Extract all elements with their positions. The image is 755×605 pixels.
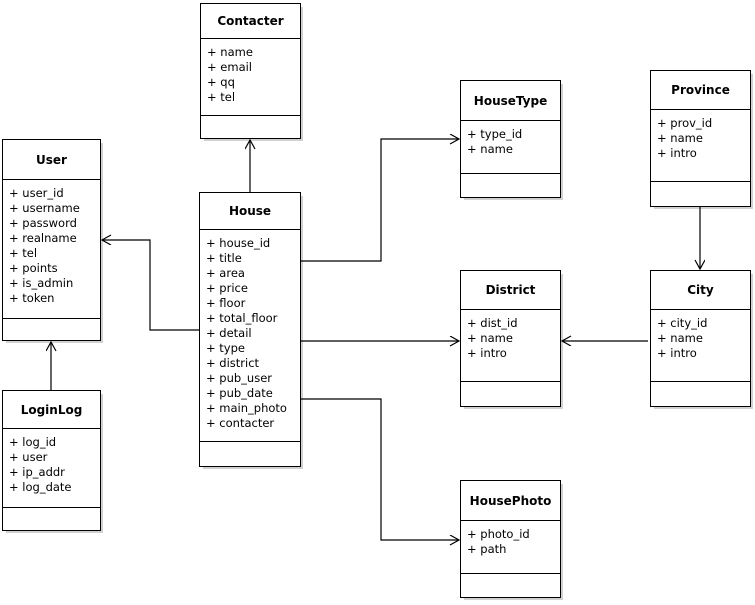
relationship-house-to-housetype: [301, 139, 458, 262]
uml-attribute: + username: [9, 201, 80, 215]
uml-attribute: + price: [206, 281, 248, 295]
uml-methods-compartment: [201, 116, 300, 138]
uml-methods-compartment: [3, 508, 100, 530]
uml-class-name: House: [200, 193, 300, 230]
uml-methods-compartment: [461, 174, 560, 197]
uml-attribute: + name: [657, 131, 703, 145]
uml-methods-compartment: [651, 382, 750, 406]
uml-class-house[interactable]: House+ house_id+ title+ area+ price+ flo…: [199, 192, 301, 467]
uml-attributes-compartment: + house_id+ title+ area+ price+ floor+ t…: [200, 230, 300, 442]
uml-attribute: + password: [9, 216, 77, 230]
uml-attribute: + user: [9, 450, 48, 464]
uml-attribute: + total_floor: [206, 311, 278, 325]
uml-class-name: HouseType: [461, 81, 560, 121]
uml-class-name: District: [461, 271, 560, 310]
uml-attribute: + district: [206, 356, 260, 370]
uml-attributes-compartment: + prov_id+ name+ intro: [651, 110, 750, 182]
uml-attribute: + intro: [657, 146, 697, 160]
uml-methods-compartment: [3, 319, 100, 340]
uml-attributes-compartment: + user_id+ username+ password+ realname+…: [3, 180, 100, 319]
uml-attribute: + tel: [9, 246, 38, 260]
uml-attribute: + title: [206, 251, 242, 265]
uml-attribute: + area: [206, 266, 245, 280]
uml-attributes-compartment: + photo_id+ path: [461, 521, 560, 574]
uml-attributes-compartment: + dist_id+ name+ intro: [461, 310, 560, 382]
uml-class-contacter[interactable]: Contacter+ name+ email+ qq+ tel: [200, 3, 301, 139]
uml-attribute: + name: [467, 142, 513, 156]
uml-attribute: + house_id: [206, 236, 271, 250]
uml-attribute: + pub_date: [206, 386, 273, 400]
uml-attribute: + city_id: [657, 316, 708, 330]
uml-attribute: + name: [467, 331, 513, 345]
uml-attribute: + name: [207, 45, 253, 59]
uml-attribute: + type_id: [467, 127, 523, 141]
uml-attribute: + name: [657, 331, 703, 345]
uml-class-name: Province: [651, 71, 750, 110]
uml-class-city[interactable]: City+ city_id+ name+ intro: [650, 270, 751, 407]
uml-attributes-compartment: + city_id+ name+ intro: [651, 310, 750, 382]
uml-class-housephoto[interactable]: HousePhoto+ photo_id+ path: [460, 480, 561, 598]
uml-attribute: + detail: [206, 326, 252, 340]
uml-class-loginlog[interactable]: LoginLog+ log_id+ user+ ip_addr+ log_dat…: [2, 390, 101, 531]
uml-attribute: + path: [467, 542, 507, 556]
uml-attribute: + log_date: [9, 480, 72, 494]
uml-attribute: + main_photo: [206, 401, 287, 415]
uml-attribute: + user_id: [9, 186, 64, 200]
uml-class-name: HousePhoto: [461, 481, 560, 521]
uml-methods-compartment: [461, 382, 560, 406]
uml-attribute: + qq: [207, 75, 235, 89]
uml-class-name: LoginLog: [3, 391, 100, 429]
uml-class-housetype[interactable]: HouseType+ type_id+ name: [460, 80, 561, 198]
relationship-house-to-housephoto: [301, 398, 458, 540]
uml-attribute: + intro: [657, 346, 697, 360]
uml-attribute: + prov_id: [657, 116, 713, 130]
uml-attribute: + ip_addr: [9, 465, 65, 479]
uml-attribute: + intro: [467, 346, 507, 360]
uml-class-district[interactable]: District+ dist_id+ name+ intro: [460, 270, 561, 407]
uml-class-name: Contacter: [201, 4, 300, 39]
uml-attribute: + tel: [207, 90, 236, 104]
uml-class-user[interactable]: User+ user_id+ username+ password+ realn…: [2, 139, 101, 341]
uml-attribute: + photo_id: [467, 527, 530, 541]
uml-attributes-compartment: + type_id+ name: [461, 121, 560, 174]
uml-methods-compartment: [651, 182, 750, 206]
uml-class-name: User: [3, 140, 100, 180]
uml-attribute: + contacter: [206, 416, 275, 430]
uml-methods-compartment: [200, 442, 300, 466]
uml-attribute: + token: [9, 291, 55, 305]
uml-attributes-compartment: + name+ email+ qq+ tel: [201, 39, 300, 116]
uml-attribute: + dist_id: [467, 316, 518, 330]
uml-class-name: City: [651, 271, 750, 310]
uml-class-province[interactable]: Province+ prov_id+ name+ intro: [650, 70, 751, 207]
uml-attribute: + realname: [9, 231, 77, 245]
uml-attribute: + email: [207, 60, 253, 74]
uml-attribute: + is_admin: [9, 276, 74, 290]
uml-attribute: + log_id: [9, 435, 57, 449]
uml-attribute: + floor: [206, 296, 246, 310]
relationship-house-to-user: [103, 240, 199, 331]
uml-methods-compartment: [461, 574, 560, 597]
uml-attributes-compartment: + log_id+ user+ ip_addr+ log_date: [3, 429, 100, 508]
uml-attribute: + points: [9, 261, 58, 275]
uml-attribute: + pub_user: [206, 371, 273, 385]
uml-attribute: + type: [206, 341, 245, 355]
